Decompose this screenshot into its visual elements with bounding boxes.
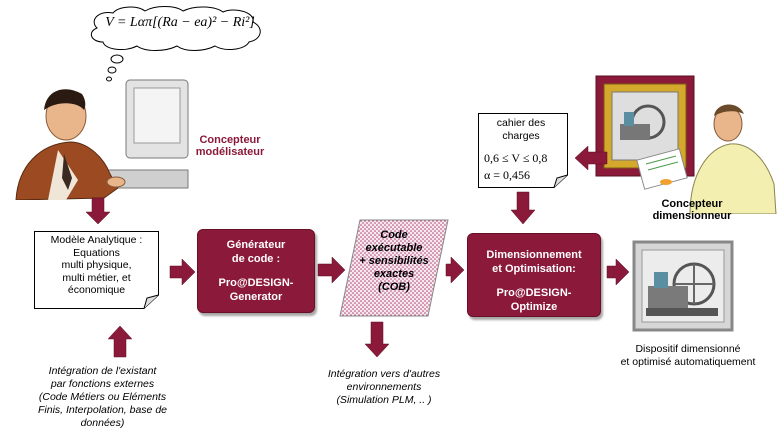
arrow-optimizer-to-device xyxy=(606,258,630,286)
integration-other-line1: Intégration vers d'autres xyxy=(327,368,441,380)
optimizer-line1: Dimensionnement xyxy=(486,249,582,261)
optimized-device-image xyxy=(632,240,734,332)
thought-bubbles xyxy=(106,54,124,82)
sizer-clipart xyxy=(595,75,777,214)
cob-text: Code exécutable + sensibilités exactes (… xyxy=(344,229,444,294)
cob-line2: exécutable xyxy=(365,242,423,254)
optimizer-box: Dimensionnement et Optimisation: Pro@DES… xyxy=(467,233,601,317)
integration-other-line2: environnements xyxy=(346,381,422,393)
cob-line3: + sensibilités xyxy=(359,255,429,267)
arrow-model-to-generator xyxy=(169,258,196,286)
spec-constraint-2: α = 0,456 xyxy=(484,168,531,182)
analytic-model-line1: Modèle Analytique : xyxy=(50,234,143,246)
result-caption-line2: et optimisé automatiquement xyxy=(620,356,756,368)
designer-sizer-line1: Concepteur xyxy=(661,198,723,210)
spec-box: cahier des charges 0,6 ≤ V ≤ 0,8 α = 0,4… xyxy=(478,113,568,188)
arrow-cob-to-other xyxy=(364,321,390,358)
analytic-model-text: Modèle Analytique : Equations multi phys… xyxy=(38,234,155,297)
analytic-model-line4: multi métier, et xyxy=(62,271,131,284)
optimizer-line2: et Optimisation: xyxy=(492,263,576,275)
integration-existing-line1: Intégration de l'existant xyxy=(48,365,157,377)
cob-line5: (COB) xyxy=(378,281,410,293)
analytic-model-line5: économique xyxy=(67,284,126,296)
code-generator-line1: Générateur xyxy=(226,239,286,251)
integration-other-note: Intégration vers d'autres environnements… xyxy=(300,368,468,407)
analytic-model-line2: Equations xyxy=(73,246,120,259)
designer-modeler-line1: Concepteur xyxy=(199,134,261,146)
cob-line1: Code xyxy=(380,229,408,241)
arrow-cob-to-optimizer xyxy=(445,256,465,284)
spec-title: cahier des charges xyxy=(478,117,564,143)
arrow-spec-to-optimizer xyxy=(510,191,536,225)
optimizer-line4: Optimize xyxy=(510,301,558,313)
equation-text: V = Lαπ[(Ra − ea)² − Ri²] xyxy=(105,15,255,30)
code-generator-line2: de code : xyxy=(231,253,281,265)
code-generator-line3: Pro@DESIGN- xyxy=(218,277,294,289)
integration-existing-note: Intégration de l'existant par fonctions … xyxy=(10,365,195,430)
integration-existing-line2: par fonctions externes xyxy=(50,378,155,390)
arrow-sizer-to-spec xyxy=(574,145,608,171)
arrow-existing-to-model xyxy=(107,325,133,358)
code-generator-box: Générateur de code : Pro@DESIGN- Generat… xyxy=(197,229,315,313)
spec-title-line1: cahier des xyxy=(496,117,546,129)
modeler-clipart xyxy=(15,79,189,200)
designer-sizer-line2: dimensionneur xyxy=(652,210,732,222)
integration-existing-line5: données) xyxy=(80,417,125,429)
designer-modeler-line2: modélisateur xyxy=(195,146,265,158)
arrow-modeler-to-model xyxy=(85,197,111,225)
spec-constraint-1: 0,6 ≤ V ≤ 0,8 xyxy=(484,151,548,165)
analytic-model-box: Modèle Analytique : Equations multi phys… xyxy=(34,231,159,309)
spec-title-line2: charges xyxy=(502,130,540,142)
optimizer-line3: Pro@DESIGN- xyxy=(496,287,572,299)
integration-other-line3: (Simulation PLM, .. ) xyxy=(336,394,432,406)
designer-modeler-label: Concepteur modélisateur xyxy=(170,134,290,158)
arrow-generator-to-cob xyxy=(317,256,346,284)
equation-cloud: V = Lαπ[(Ra − ea)² − Ri²] xyxy=(85,4,267,54)
result-caption: Dispositif dimensionné et optimisé autom… xyxy=(598,343,778,369)
integration-existing-line4: Finis, Interpolation, base de xyxy=(38,404,167,416)
analytic-model-line3: multi physique, xyxy=(61,259,132,271)
result-caption-line1: Dispositif dimensionné xyxy=(635,343,741,355)
cob-line4: exactes xyxy=(373,268,415,280)
code-generator-line4: Generator xyxy=(229,291,283,303)
cob-shape xyxy=(339,219,449,317)
integration-existing-line3: (Code Métiers ou Eléments xyxy=(38,391,167,403)
designer-sizer-label: Concepteur dimensionneur xyxy=(632,198,752,222)
